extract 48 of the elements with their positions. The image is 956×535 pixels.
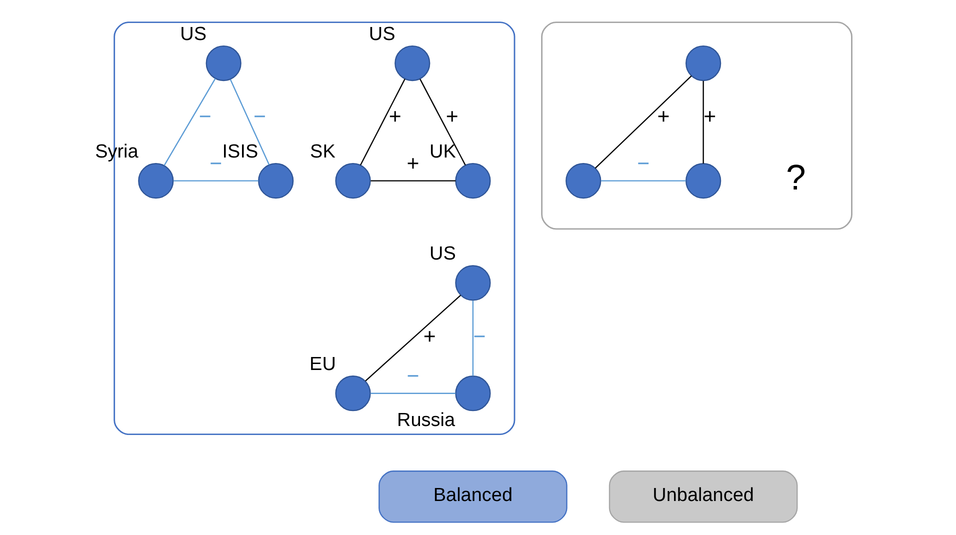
cluster xyxy=(541,22,852,230)
node-circle xyxy=(455,163,491,199)
connector xyxy=(174,180,258,182)
edge-label: + xyxy=(388,104,402,129)
connector xyxy=(365,294,461,382)
node-box: Balanced xyxy=(378,470,568,523)
node-label: UK xyxy=(429,141,456,162)
edge-label: − xyxy=(198,104,212,129)
edge-label: − xyxy=(473,324,486,348)
edge-label: − xyxy=(406,364,420,388)
node-label: Russia xyxy=(397,410,456,431)
node-circle xyxy=(686,163,722,199)
edge-label: + xyxy=(423,324,436,348)
node-label: EU xyxy=(310,354,336,375)
node-label: SK xyxy=(310,141,336,162)
node-circle xyxy=(686,45,722,82)
edge-label: + xyxy=(704,104,716,129)
connector xyxy=(164,78,216,166)
node-circle xyxy=(335,163,371,199)
node-label: US xyxy=(429,244,456,265)
connector xyxy=(594,75,692,169)
edge-label: − xyxy=(637,152,650,176)
node-circle xyxy=(206,45,242,82)
node-box: Unbalanced xyxy=(608,470,798,523)
edge-label: − xyxy=(210,152,222,176)
edge-label: + xyxy=(446,104,458,129)
node-circle xyxy=(566,163,602,199)
connector xyxy=(230,79,270,166)
connector xyxy=(370,392,456,394)
edge-label: + xyxy=(406,152,420,176)
node-label: US xyxy=(368,24,396,45)
node-circle xyxy=(335,376,371,412)
node-circle xyxy=(394,45,430,82)
node-circle xyxy=(455,265,491,301)
node-circle xyxy=(258,163,294,199)
connector xyxy=(472,300,474,376)
connector xyxy=(420,78,466,166)
edge-label: + xyxy=(657,104,670,129)
connector xyxy=(702,80,704,164)
connector xyxy=(601,180,686,182)
node-circle xyxy=(138,163,174,199)
node-label: US xyxy=(180,24,206,45)
node-circle xyxy=(455,376,491,412)
edge-label: − xyxy=(254,104,266,129)
node-label: ISIS xyxy=(222,141,258,162)
connector xyxy=(360,78,406,166)
connector xyxy=(370,180,456,182)
label: ? xyxy=(786,158,806,198)
